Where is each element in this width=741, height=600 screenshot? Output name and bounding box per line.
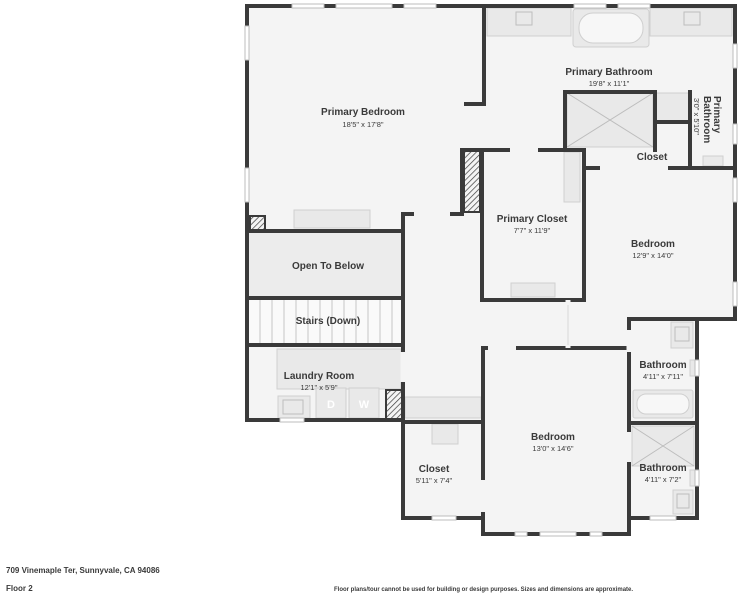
washer-unit — [348, 387, 380, 419]
windows — [244, 3, 738, 537]
floor-hall — [403, 214, 483, 420]
property-address: 709 Vinemaple Ter, Sunnyvale, CA 94086 — [6, 566, 160, 575]
bathtub-basin — [578, 12, 644, 44]
label-dryer: D — [327, 399, 335, 411]
label-primary-bathroom-small-2: Bathroom — [701, 96, 712, 143]
dryer-unit — [315, 387, 347, 419]
laundry-sink — [282, 399, 304, 415]
floor-bedroom-east — [583, 168, 735, 319]
dims-bedroom-east: 12'9" x 14'0" — [632, 251, 673, 260]
sink-right — [683, 11, 701, 26]
dims-primary-bedroom: 18'5" x 17'8" — [342, 120, 383, 129]
label-primary-bathroom: Primary Bathroom — [565, 67, 652, 78]
dims-primary-bathroom: 19'8" x 11'1" — [589, 79, 630, 88]
stair-treads — [259, 300, 393, 343]
label-bathroom-1: Bathroom — [639, 360, 686, 371]
label-closet-upper: Closet — [637, 152, 668, 163]
dims-primary-bathroom-small: 3'0" x 5'10" — [692, 98, 701, 135]
hall-landing — [404, 396, 482, 419]
vanity-bathroom-1 — [670, 321, 694, 349]
floor-primary-bedroom — [247, 6, 484, 231]
shower-2-x2 — [631, 425, 695, 467]
label-open-to-below: Open To Below — [292, 261, 364, 272]
label-primary-bathroom-small-1: Primary — [711, 96, 722, 134]
laundry-counter — [276, 348, 402, 390]
shaft-2 — [463, 149, 481, 213]
shaft-3 — [385, 389, 403, 420]
wardrobe-primary-bedroom — [293, 209, 371, 229]
floor-closet-upper — [583, 150, 735, 168]
shaft-1 — [249, 215, 266, 231]
linen-block — [654, 92, 690, 122]
closet-shelf-bottom — [510, 282, 556, 298]
dims-bathroom-1: 4'11" x 7'11" — [643, 372, 683, 381]
sink-bathroom-2 — [676, 493, 690, 509]
dims-bedroom-south: 13'0" x 14'6" — [532, 444, 573, 453]
label-washer: W — [359, 399, 370, 411]
floor-bedroom-south — [483, 348, 629, 534]
label-bathroom-2: Bathroom — [639, 463, 686, 474]
label-closet-lower: Closet — [419, 464, 450, 475]
label-primary-closet: Primary Closet — [497, 214, 568, 225]
bathtub-1-basin — [636, 393, 690, 415]
dims-closet-lower: 5'11" x 7'4" — [416, 476, 453, 485]
label-bedroom-south: Bedroom — [531, 432, 575, 443]
closet-shelf-right — [563, 151, 581, 203]
dims-bathroom-2: 4'11" x 7'2" — [645, 475, 682, 484]
disclaimer-text: Floor plans/tour cannot be used for buil… — [334, 587, 634, 593]
sink-left — [515, 11, 533, 26]
label-bedroom-east: Bedroom — [631, 239, 675, 250]
fixtures — [276, 7, 733, 515]
room-labels: Primary Bedroom 18'5" x 17'8" Primary Ba… — [284, 67, 722, 485]
label-primary-bedroom: Primary Bedroom — [321, 107, 405, 118]
label-primary-bathroom-small: Primary Bathroom 3'0" x 5'10" — [692, 96, 722, 143]
dims-laundry: 12'1" x 5'9" — [301, 383, 338, 392]
toilet-primary — [702, 155, 724, 167]
closet-lower-shelf — [431, 423, 459, 445]
floor-stairs — [247, 298, 403, 345]
sink-bathroom-1 — [674, 326, 690, 342]
shower-x2 — [566, 92, 654, 148]
label-stairs: Stairs (Down) — [296, 316, 360, 327]
vanity-right — [649, 7, 733, 37]
floor-label: Floor 2 — [6, 584, 33, 593]
floor-open-to-below — [247, 231, 403, 298]
label-laundry: Laundry Room — [284, 371, 355, 382]
dims-primary-closet: 7'7" x 11'9" — [514, 226, 551, 235]
